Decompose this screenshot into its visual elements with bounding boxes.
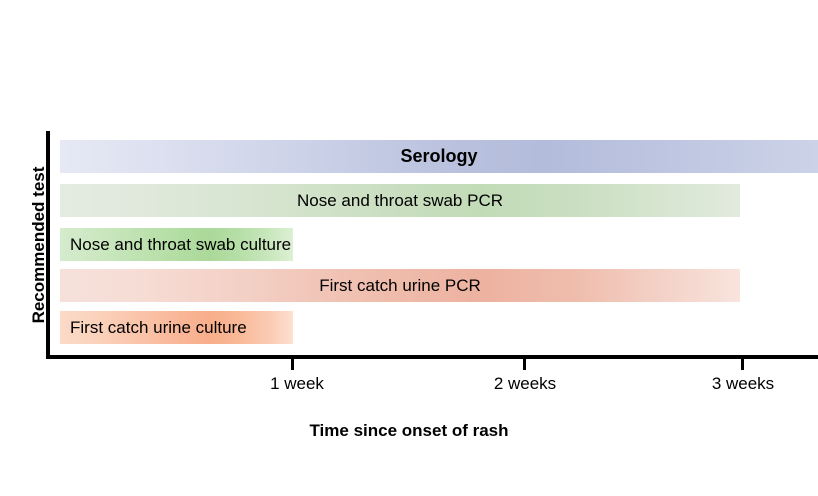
bar-label-nose-throat-swab-pcr: Nose and throat swab PCR [297, 191, 503, 210]
x-tick-3-weeks [741, 359, 744, 370]
x-axis-title: Time since onset of rash [309, 421, 509, 440]
bar-fill-serology [60, 140, 818, 173]
bar-first-catch-urine-pcr: First catch urine PCR [60, 269, 740, 302]
x-axis-line [46, 355, 818, 359]
x-tick-label-1-week: 1 week [270, 374, 324, 393]
bar-fill-nose-throat-swab-culture [60, 228, 293, 261]
bar-nose-throat-swab-pcr: Nose and throat swab PCR [60, 184, 740, 217]
bar-serology: Serology [60, 140, 818, 173]
y-axis-line [46, 131, 50, 358]
x-tick-2-weeks [523, 359, 526, 370]
bar-label-first-catch-urine-culture: First catch urine culture [70, 318, 247, 337]
bar-label-serology: Serology [400, 146, 478, 166]
bar-fill-nose-throat-swab-pcr [60, 184, 740, 217]
bar-first-catch-urine-culture: First catch urine culture [60, 311, 293, 344]
x-tick-label-3-weeks: 3 weeks [711, 374, 775, 393]
x-tick-1-week [291, 359, 294, 370]
x-tick-label-2-weeks: 2 weeks [493, 374, 557, 393]
bar-fill-first-catch-urine-culture [60, 311, 293, 344]
bar-fill-first-catch-urine-pcr [60, 269, 740, 302]
bar-label-nose-throat-swab-culture: Nose and throat swab culture [70, 235, 292, 254]
bar-nose-throat-swab-culture: Nose and throat swab culture [60, 228, 293, 261]
bar-label-first-catch-urine-pcr: First catch urine PCR [319, 276, 481, 295]
